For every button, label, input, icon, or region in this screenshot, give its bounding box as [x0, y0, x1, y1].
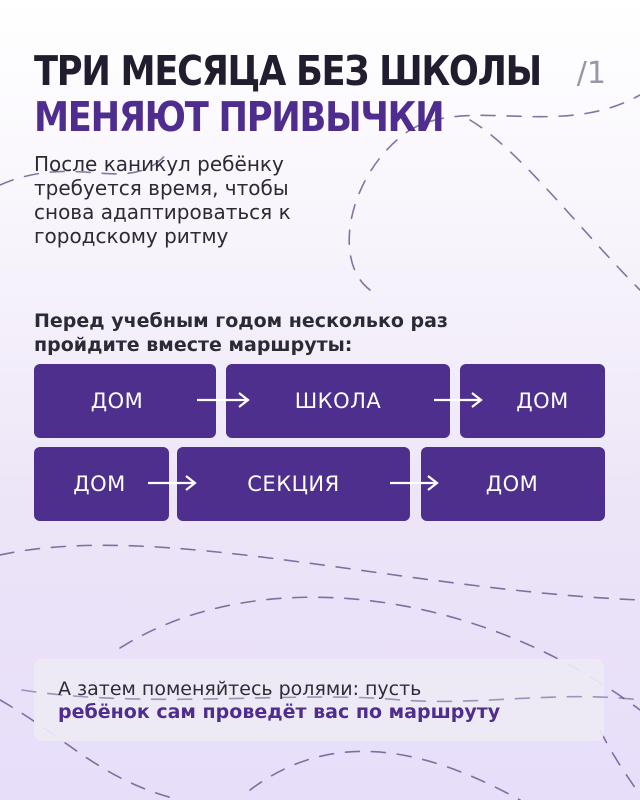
title-line-2: МЕНЯЮТ ПРИВЫЧКИ: [34, 93, 445, 141]
footer-text-line-2: ребёнок сам проведёт вас по маршруту: [58, 701, 501, 723]
route-box-home-end: ДОМ: [460, 364, 605, 438]
route-label: ДОМ: [90, 389, 144, 413]
routes-intro-text: Перед учебным годом несколько раз пройди…: [34, 310, 448, 356]
page-number: /1: [576, 56, 606, 91]
title-line-1: ТРИ МЕСЯЦА БЕЗ ШКОЛЫ: [34, 47, 542, 95]
route-box-home-end-2: ДОМ: [421, 447, 605, 521]
subtitle-text: После каникул ребёнку требуется время, ч…: [34, 152, 291, 248]
route-box-section: СЕКЦИЯ: [177, 447, 410, 521]
route-label: ДОМ: [485, 472, 539, 496]
route-box-home-start: ДОМ: [34, 364, 216, 438]
page-title: ТРИ МЕСЯЦА БЕЗ ШКОЛЫ МЕНЯЮТ ПРИВЫЧКИ: [34, 47, 542, 141]
route-label: ДОМ: [73, 472, 126, 496]
footer-card: [34, 659, 604, 741]
route-label: ШКОЛА: [294, 389, 382, 413]
footer-text-line-1: А затем поменяйтесь ролями: пусть: [58, 678, 422, 700]
route-label: ДОМ: [516, 389, 569, 413]
route-box-school: ШКОЛА: [226, 364, 450, 438]
route-label: СЕКЦИЯ: [247, 472, 340, 496]
route-box-home-start-2: ДОМ: [34, 447, 169, 521]
